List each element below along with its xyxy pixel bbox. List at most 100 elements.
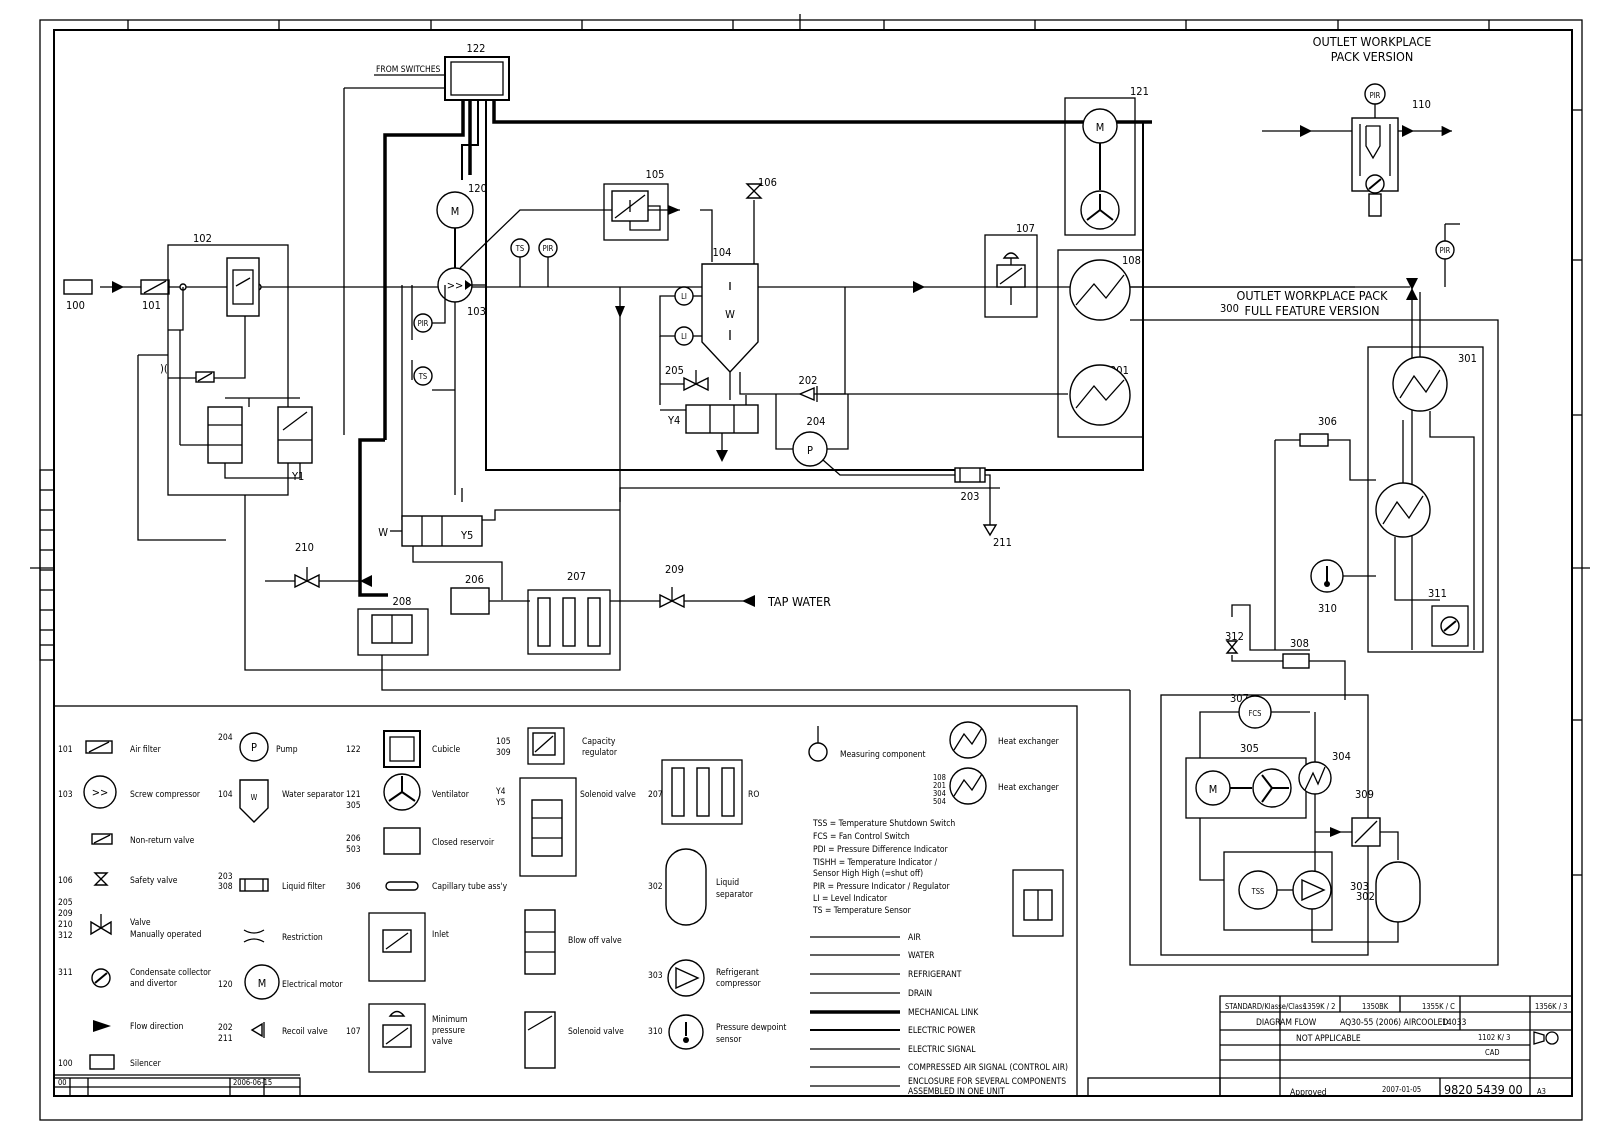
svg-text:sensor: sensor — [716, 1035, 742, 1045]
drawing-title: DIAGRAM FLOW — [1256, 1018, 1317, 1028]
svg-text:110: 110 — [1412, 98, 1431, 111]
svg-text:Heat exchanger: Heat exchanger — [998, 783, 1060, 793]
svg-text:Manually operated: Manually operated — [130, 930, 202, 940]
svg-text:103: 103 — [58, 790, 73, 800]
svg-text:>>: >> — [92, 786, 109, 799]
svg-text:Y1: Y1 — [291, 470, 304, 483]
svg-text:120: 120 — [218, 980, 233, 990]
svg-text:308: 308 — [218, 882, 233, 892]
legend-measuring-icon — [808, 742, 828, 762]
capacity-regulator-105: 105 — [603, 168, 713, 262]
svg-text:303: 303 — [1350, 880, 1369, 893]
svg-text:PIR = Pressure Indicator /: PIR = Pressure Indicator / Regulator — [813, 882, 951, 892]
svg-text:A3: A3 — [1537, 1087, 1546, 1096]
svg-text:302: 302 — [1356, 890, 1375, 903]
svg-text:311: 311 — [1428, 587, 1447, 600]
drawing-model: AQ30-55 (2006) AIRCOOLED — [1340, 1018, 1448, 1028]
svg-text:Electrical motor: Electrical motor — [282, 980, 343, 990]
svg-text:Refrigerant: Refrigerant — [716, 968, 759, 978]
svg-text:206: 206 — [465, 573, 484, 586]
svg-text:Solenoid valve: Solenoid valve — [568, 1027, 624, 1037]
svg-text:100: 100 — [58, 1059, 73, 1069]
closed-reservoir-206 — [450, 587, 490, 615]
svg-text:304: 304 — [1332, 750, 1351, 763]
legend-valve-box-icon — [1012, 869, 1064, 937]
svg-text:Y4: Y4 — [495, 787, 506, 797]
svg-text:Air filter: Air filter — [130, 745, 162, 755]
svg-text:Inlet: Inlet — [432, 930, 449, 940]
ro-207 — [527, 589, 611, 655]
outlet-full-label-2: FULL FEATURE VERSION — [1244, 303, 1379, 318]
svg-text:TS: TS — [515, 244, 524, 253]
svg-text:TSS: TSS — [1251, 887, 1265, 896]
svg-text:306: 306 — [1318, 415, 1337, 428]
svg-text:300: 300 — [1220, 302, 1239, 315]
svg-text:1350BK: 1350BK — [1362, 1002, 1389, 1011]
svg-text:M: M — [1209, 783, 1218, 796]
svg-text:202: 202 — [218, 1023, 233, 1033]
legend-text-col5: 207 RO 302 Liquid separator 303 Refriger… — [648, 790, 786, 1045]
svg-text:1359K / 2: 1359K / 2 — [1303, 1002, 1335, 1011]
svg-text:309: 309 — [496, 748, 511, 758]
svg-text:206: 206 — [346, 834, 361, 844]
svg-text:2006-06-15: 2006-06-15 — [233, 1078, 272, 1087]
outlet-full-label-1: OUTLET WORKPLACE PACK — [1237, 288, 1389, 303]
solenoid-y1 — [277, 406, 313, 464]
svg-text:)(: )( — [160, 362, 168, 375]
svg-text:Blow off valve: Blow off valve — [568, 936, 622, 946]
liquid-filter-308 — [1282, 653, 1310, 669]
svg-text:304: 304 — [933, 789, 946, 798]
svg-text:303: 303 — [648, 971, 663, 981]
svg-text:207: 207 — [648, 790, 663, 800]
svg-text:108: 108 — [933, 773, 946, 782]
svg-text:Ventilator: Ventilator — [432, 790, 470, 800]
svg-text:P: P — [251, 741, 257, 754]
svg-text:305: 305 — [346, 801, 361, 811]
heat-exchanger-201 — [1069, 364, 1131, 426]
svg-text:107: 107 — [1016, 222, 1035, 235]
legend: >> P W M — [53, 705, 1078, 1097]
svg-text:Pressure dewpoint: Pressure dewpoint — [716, 1023, 786, 1033]
svg-text:PIR: PIR — [543, 244, 554, 253]
svg-text:Restriction: Restriction — [282, 933, 323, 943]
svg-text:211: 211 — [218, 1034, 233, 1044]
svg-text:MECHANICAL LINK: MECHANICAL LINK — [908, 1008, 979, 1018]
solenoid-block-102 — [207, 406, 243, 464]
svg-text:301: 301 — [1458, 352, 1477, 365]
legend-flow-direction-icon — [93, 1020, 111, 1032]
svg-text:122: 122 — [346, 745, 361, 755]
water-treatment: W Y5 206 207 209 TAP WATER 210 208 — [265, 487, 1131, 700]
svg-text:Flow direction: Flow direction — [130, 1022, 184, 1032]
svg-text:1355K / C: 1355K / C — [1422, 1002, 1455, 1011]
line-samples — [810, 936, 900, 1087]
svg-text:106: 106 — [758, 176, 777, 189]
svg-text:regulator: regulator — [582, 748, 618, 758]
projection-symbol-icon — [1545, 1031, 1559, 1045]
svg-text:PDI = Pressure Difference I: PDI = Pressure Difference Indicator — [813, 845, 949, 855]
svg-text:M: M — [258, 977, 267, 990]
svg-text:AIR: AIR — [908, 933, 921, 943]
svg-text:203: 203 — [961, 490, 980, 503]
svg-text:100: 100 — [66, 299, 85, 312]
svg-text:Heat exchanger: Heat exchanger — [998, 737, 1060, 747]
svg-text:W: W — [378, 526, 388, 539]
min-pressure-valve-107 — [984, 234, 1038, 318]
svg-text:312: 312 — [58, 931, 73, 941]
fan-121 — [1064, 97, 1136, 236]
legend-abbreviations: TSS = Temperature Shutdown Switch FCS = … — [812, 819, 955, 916]
solenoid-y4 — [685, 404, 759, 434]
legend-reservoir-icon — [383, 827, 421, 855]
svg-text:204: 204 — [807, 415, 826, 428]
svg-text:Screw compressor: Screw compressor — [130, 790, 201, 800]
svg-text:309: 309 — [1355, 788, 1374, 801]
safety-valve-106 — [745, 183, 763, 199]
svg-text:2007-01-05: 2007-01-05 — [1382, 1085, 1421, 1094]
svg-text:Condensate collector: Condensate collector — [130, 968, 212, 978]
svg-text:M: M — [1096, 121, 1105, 134]
svg-text:120: 120 — [468, 182, 487, 195]
silencer-100 — [63, 279, 93, 295]
svg-text:308: 308 — [1290, 637, 1309, 650]
